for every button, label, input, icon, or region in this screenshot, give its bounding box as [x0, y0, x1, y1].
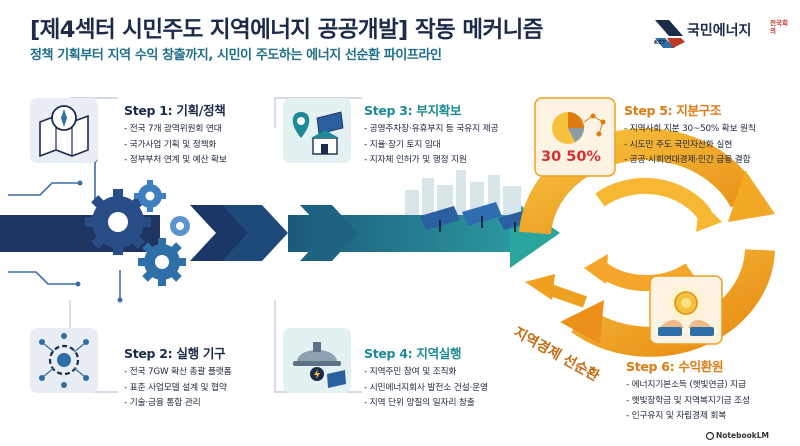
list-item: 시도민 주도 국민자산화 실현: [624, 138, 756, 154]
step-4-title: Step 4: 지역실행: [364, 346, 462, 361]
pie-chart-icon: [534, 97, 616, 177]
step-2-title: Step 2: 실행 기구: [124, 346, 226, 361]
hardhat-solar-icon: [283, 328, 351, 393]
step-6-title: Step 6: 수익환원: [626, 359, 724, 374]
list-item: 전국 7개 광역위원회 연대: [124, 122, 227, 138]
return-arrow-icon: [525, 274, 587, 308]
gear-network-icon: [30, 328, 98, 393]
list-item: 지역사회 지분 30~50% 확보 원칙: [624, 122, 756, 138]
list-item: 정부부처 연계 및 예산 확보: [124, 153, 227, 169]
step-6-list: 에너지기본소득 (햇빛연금) 지급 햇빛장학금 및 지역복지기금 조성 인구유지…: [626, 378, 750, 425]
logo-mark-text: KET: [654, 40, 666, 46]
step-1-title: Step 1: 기획/정책: [124, 103, 226, 118]
list-item: 지역 단위 양질의 일자리 창출: [364, 396, 488, 412]
page-title: [제4섹터 시민주도 지역에너지 공공개발] 작동 메커니즘: [30, 17, 543, 43]
list-item: 전국 7GW 확산 총괄 플랫폼: [124, 365, 232, 381]
list-item: 햇빛장학금 및 지역복지기금 조성: [626, 394, 750, 410]
equity-percent-badge: 30 50%: [541, 149, 601, 165]
logo-name: 국민에너지: [687, 23, 752, 39]
list-item: 국가사업 기획 및 정책화: [124, 138, 227, 154]
list-item: 표준 사업모델 설계 및 협약: [124, 381, 232, 397]
list-item: 인구유지 및 자립경제 회복: [626, 409, 750, 425]
step-1-list: 전국 7개 광역위원회 연대 국가사업 기획 및 정책화 정부부처 연계 및 예…: [124, 122, 227, 169]
navy-arrow-band: [0, 205, 288, 261]
step-3-list: 공영주차장·유휴부지 등 국유지 제공 지율·장기 토지 임대 지자체 인허가 …: [364, 122, 499, 169]
logo: 국민에너지 전국회의 KET: [650, 14, 790, 50]
page-subtitle: 정책 기획부터 지역 수익 창출까지, 시민이 주도하는 에너지 선순환 파이프…: [30, 48, 442, 63]
step-1-card: Step 1: 기획/정책 전국 7개 광역위원회 연대 국가사업 기획 및 정…: [124, 100, 227, 169]
notebooklm-icon: [705, 431, 715, 441]
gear-cluster: [85, 180, 190, 286]
step-5-card: Step 5: 지분구조 지역사회 지분 30~50% 확보 원칙 시도민 주도…: [624, 100, 756, 169]
list-item: 지율·장기 토지 임대: [364, 138, 498, 154]
map-pin-solar-icon: [283, 98, 351, 163]
notebooklm-brand: NotebookLM: [716, 431, 770, 440]
step-2-card: Step 2: 실행 기구 전국 7GW 확산 총괄 플랫폼 표준 사업모델 설…: [124, 343, 232, 412]
compass-map-icon: [30, 98, 98, 163]
step-5-title: Step 5: 지분구조: [624, 103, 722, 118]
step-6-card: Step 6: 수익환원 에너지기본소득 (햇빛연금) 지급 햇빛장학금 및 지…: [626, 356, 750, 425]
list-item: 시민에너지회사 발전소 건설·운영: [364, 381, 488, 397]
circuit-lines: [8, 160, 121, 300]
teal-arrow-band: [288, 198, 560, 268]
list-item: 공영주차장·유휴부지 등 국유지 제공: [364, 122, 499, 138]
step-4-card: Step 4: 지역실행 지역주민 참여 및 조직화 시민에너지회사 발전소 건…: [364, 343, 488, 412]
logo-mark-icon: [655, 20, 685, 48]
step-3-title: Step 3: 부지확보: [364, 103, 462, 118]
list-item: 공공·시회연대경제·민간 금융 결합: [624, 153, 756, 169]
list-item: 에너지기본소득 (햇빛연금) 지급: [626, 378, 750, 394]
list-item: 지역주민 참여 및 조직화: [364, 365, 488, 381]
hands-coin-icon: [649, 275, 723, 345]
logo-sub: 전국회의: [770, 19, 788, 35]
step-2-list: 전국 7GW 확산 총괄 플랫폼 표준 사업모델 설계 및 협약 기술·금융 통…: [124, 365, 232, 412]
city-skyline: [405, 170, 521, 215]
list-item: 지자체 인허가 및 행정 지원: [364, 153, 498, 169]
list-item: 기술·금융 통합 관리: [124, 396, 232, 412]
step-4-list: 지역주민 참여 및 조직화 시민에너지회사 발전소 건설·운영 지역 단위 양질…: [364, 365, 488, 412]
step-5-list: 지역사회 지분 30~50% 확보 원칙 시도민 주도 국민자산화 실현 공공·…: [624, 122, 756, 169]
step-3-card: Step 3: 부지확보 공영주차장·유휴부지 등 국유지 제공 지율·장기 토…: [364, 100, 499, 169]
